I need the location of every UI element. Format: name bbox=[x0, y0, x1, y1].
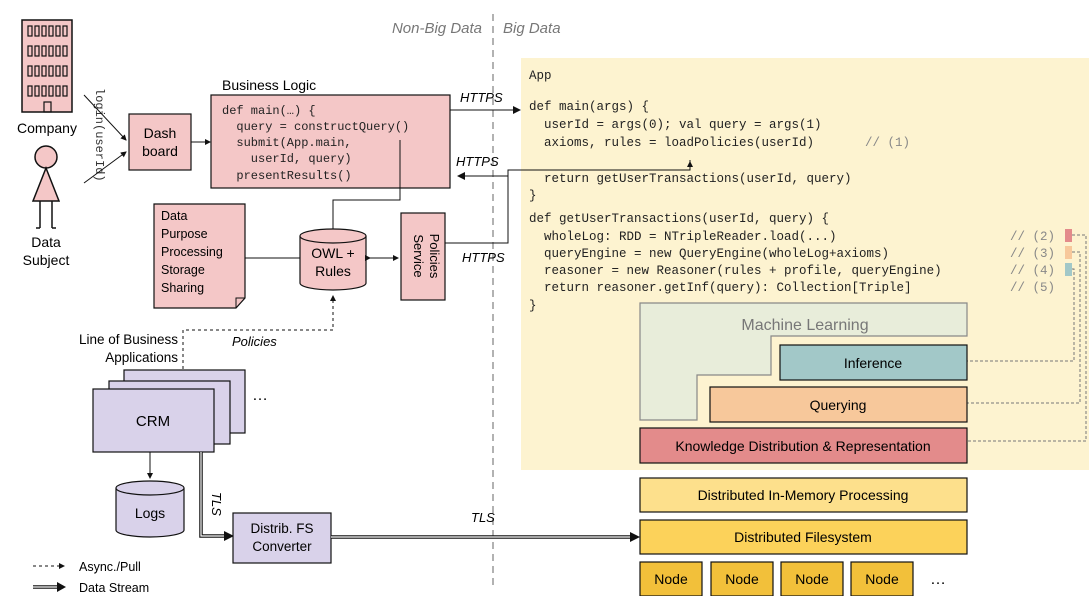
marker-inference bbox=[1065, 263, 1072, 276]
app-transactions-code: def getUserTransactions(userId, query) {… bbox=[0, 0, 979, 313]
marker-kdr-link bbox=[967, 234, 1087, 442]
dashboard-label-2: board bbox=[142, 143, 178, 159]
policy-document-fold bbox=[235, 297, 245, 308]
kdr-label: Knowledge Distribution & Representation bbox=[675, 438, 930, 454]
policies-pull-line bbox=[182, 295, 336, 387]
dashboard-label-1: Dash bbox=[144, 125, 177, 141]
app-main-comment: // (1) bbox=[865, 136, 910, 150]
marker-inference-link bbox=[967, 268, 1075, 362]
https-label-2: HTTPS bbox=[456, 154, 499, 169]
node-label: Node bbox=[654, 571, 688, 587]
business-logic-code: def main(…) { query = constructQuery() s… bbox=[0, 0, 445, 183]
business-logic-title: Business Logic bbox=[222, 77, 316, 93]
marker-querying-link bbox=[967, 251, 1081, 404]
app-transactions-comments: // (2) // (3) // (4) // (5) bbox=[1010, 230, 1063, 295]
owl-label-1: OWL + bbox=[311, 245, 354, 261]
converter-box bbox=[232, 512, 332, 564]
dfs-layer bbox=[639, 519, 968, 555]
converter-label-1: Distrib. FS bbox=[250, 521, 313, 536]
app-main-code: def main(args) { userId = args(0); val q… bbox=[0, 0, 889, 203]
zone-label-non-big-data: Non-Big Data bbox=[392, 20, 482, 37]
machine-learning-layer bbox=[639, 302, 968, 421]
nodes-ellipsis: … bbox=[930, 571, 946, 588]
policies-service-label-1: Policies bbox=[427, 234, 442, 279]
policy-document bbox=[153, 203, 246, 309]
https-label-1: HTTPS bbox=[460, 90, 503, 105]
zone-label-big-data: Big Data bbox=[503, 20, 561, 37]
dfs-label: Distributed Filesystem bbox=[734, 529, 872, 545]
company-building-icon bbox=[21, 19, 73, 113]
node-box bbox=[780, 561, 844, 597]
policies-to-app-arrow bbox=[445, 176, 509, 244]
company-to-dashboard-arrow bbox=[83, 94, 127, 141]
dashboard-box bbox=[128, 113, 192, 171]
owl-rules-database bbox=[299, 228, 367, 291]
app-title: App bbox=[529, 69, 552, 83]
tls-label-1: TLS bbox=[209, 492, 224, 516]
logic-to-owl-connector bbox=[332, 140, 401, 229]
https-label-3: HTTPS bbox=[462, 250, 505, 265]
company-label: Company bbox=[17, 120, 77, 136]
converter-label-2: Converter bbox=[252, 539, 312, 554]
policies-service-label-2: Service bbox=[411, 234, 426, 277]
login-label: login(userId) bbox=[92, 88, 106, 182]
node-box bbox=[850, 561, 914, 597]
legend-async-label: Async./Pull bbox=[79, 560, 141, 574]
inference-layer bbox=[779, 344, 968, 381]
lob-title-2: Applications bbox=[105, 350, 178, 365]
owl-label-2: Rules bbox=[315, 263, 351, 279]
tls-label-2: TLS bbox=[471, 510, 495, 525]
inference-label: Inference bbox=[844, 355, 903, 371]
lob-ellipsis: … bbox=[252, 387, 268, 404]
logs-database bbox=[115, 480, 185, 538]
crm-label: CRM bbox=[136, 413, 170, 430]
legend-stream-head bbox=[57, 582, 66, 592]
business-logic-box bbox=[210, 94, 451, 189]
policies-label: Policies bbox=[232, 334, 277, 349]
legend-stream-label: Data Stream bbox=[79, 581, 149, 595]
logs-label: Logs bbox=[135, 505, 165, 521]
marker-kdr bbox=[1065, 229, 1072, 242]
subject-to-dashboard-arrow bbox=[83, 151, 127, 184]
dimp-layer bbox=[639, 477, 968, 513]
crm-box bbox=[92, 388, 215, 453]
kdr-layer bbox=[639, 427, 968, 464]
querying-label: Querying bbox=[810, 397, 867, 413]
person-icon bbox=[31, 145, 61, 229]
querying-layer bbox=[709, 386, 968, 423]
node-label: Node bbox=[865, 571, 899, 587]
policy-doc-text: Data Purpose Processing Storage Sharing bbox=[161, 209, 226, 295]
converter-to-dfs-head bbox=[630, 532, 640, 542]
crm-to-converter-head bbox=[224, 531, 234, 541]
policies-service-box bbox=[400, 212, 446, 301]
subject-label-1: Data bbox=[31, 234, 61, 250]
dimp-label: Distributed In-Memory Processing bbox=[698, 487, 909, 503]
marker-querying bbox=[1065, 246, 1072, 259]
node-label: Node bbox=[795, 571, 829, 587]
subject-label-2: Subject bbox=[23, 252, 70, 268]
node-label: Node bbox=[725, 571, 759, 587]
ml-label: Machine Learning bbox=[741, 317, 868, 334]
lob-title-1: Line of Business bbox=[79, 332, 178, 347]
crm-to-converter-stream-inner bbox=[200, 452, 226, 537]
